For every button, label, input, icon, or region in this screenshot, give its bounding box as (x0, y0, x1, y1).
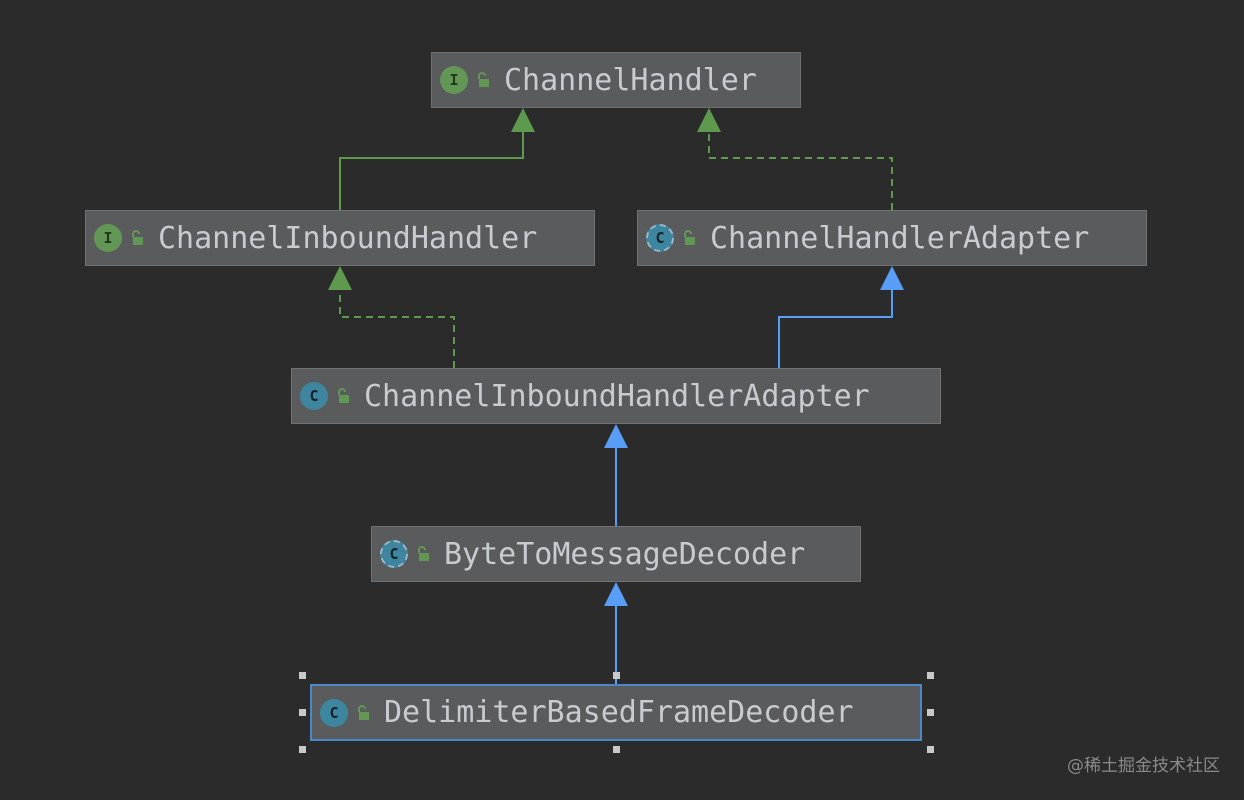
node-label: ChannelHandlerAdapter (710, 220, 1090, 256)
selection-handle-middle-right[interactable] (927, 709, 934, 716)
selection-handle-bottom-right[interactable] (927, 746, 934, 753)
node-channel-inbound-handler-adapter[interactable]: C ChannelInboundHandlerAdapter (291, 368, 941, 424)
edge-byte-to-message-decoder-to-channel-inbound-handler-adapter-arrowhead (604, 424, 628, 448)
class-icon: C (300, 382, 328, 410)
public-lock-icon (132, 230, 143, 245)
node-byte-to-message-decoder[interactable]: C ByteToMessageDecoder (371, 526, 861, 582)
interface-icon: I (440, 66, 468, 94)
selection-handle-top-right[interactable] (927, 672, 934, 679)
node-label: ChannelHandler (504, 62, 757, 98)
edge-channel-handler-adapter-to-channel-handler-arrowhead (697, 108, 721, 132)
selection-handle-bottom-left[interactable] (299, 746, 306, 753)
interface-icon: I (94, 224, 122, 252)
edge-channel-handler-adapter-to-channel-handler (708, 132, 893, 210)
abstract-class-icon: C (380, 540, 408, 568)
node-label: ByteToMessageDecoder (444, 536, 806, 572)
node-channel-handler[interactable]: I ChannelHandler (431, 52, 801, 108)
node-channel-inbound-handler[interactable]: I ChannelInboundHandler (85, 210, 595, 266)
public-lock-icon (418, 546, 429, 561)
public-lock-icon (684, 230, 695, 245)
node-delimiter-based-frame-decoder[interactable]: C DelimiterBasedFrameDecoder (310, 684, 922, 741)
public-lock-icon (478, 72, 489, 87)
edge-delimiter-based-frame-decoder-to-byte-to-message-decoder-arrowhead (604, 582, 628, 606)
node-label: ChannelInboundHandlerAdapter (364, 378, 870, 414)
selection-handle-top-left[interactable] (299, 672, 306, 679)
selection-handle-top-center[interactable] (613, 672, 620, 679)
node-channel-handler-adapter[interactable]: C ChannelHandlerAdapter (637, 210, 1147, 266)
edge-channel-inbound-handler-adapter-to-channel-inbound-handler-arrowhead (328, 266, 352, 290)
node-label: ChannelInboundHandler (158, 220, 538, 256)
edge-channel-inbound-handler-to-channel-handler-arrowhead (511, 108, 535, 132)
public-lock-icon (338, 388, 349, 403)
edge-channel-inbound-handler-adapter-to-channel-handler-adapter (778, 290, 893, 368)
edge-channel-inbound-handler-adapter-to-channel-handler-adapter-arrowhead (880, 266, 904, 290)
edge-channel-inbound-handler-adapter-to-channel-inbound-handler (339, 290, 455, 368)
abstract-class-icon: C (646, 224, 674, 252)
selection-handle-middle-left[interactable] (299, 709, 306, 716)
selection-handle-bottom-center[interactable] (613, 746, 620, 753)
public-lock-icon (358, 704, 369, 720)
class-icon: C (320, 698, 348, 727)
watermark: @稀土掘金技术社区 (1067, 756, 1220, 776)
node-label: DelimiterBasedFrameDecoder (384, 695, 854, 730)
edge-channel-inbound-handler-to-channel-handler (339, 132, 524, 210)
